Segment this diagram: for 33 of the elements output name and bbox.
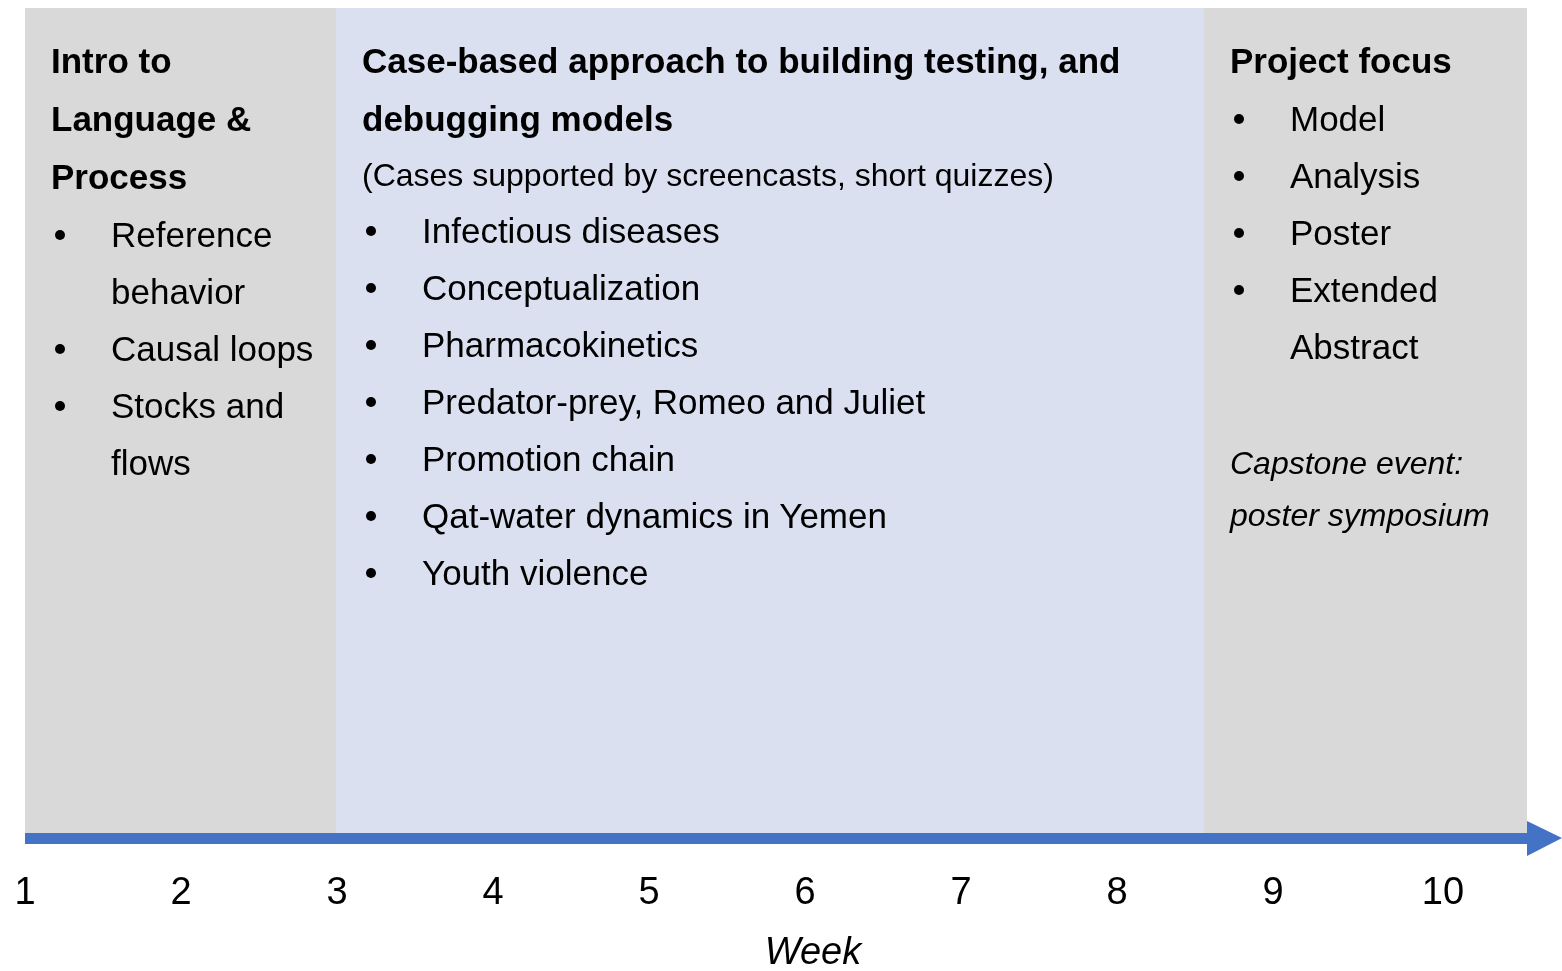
bullet-text: Reference behavior [111,215,273,311]
tick-label: 9 [1262,870,1284,913]
panel-heading: Case-based approach to building testing, and debugging models [362,40,1122,140]
bullet-text: Conceptualization [422,268,701,307]
panel-heading: Intro to Language & Process [51,40,253,198]
tick-label: 2 [170,870,192,913]
tick-label: 10 [1421,870,1465,913]
tick-label: 6 [794,870,816,913]
bullet-text: Predator-prey, Romeo and Juliet [422,382,926,421]
bullet-text: Stocks and flows [111,386,285,482]
bullet-text: Qat-water dynamics in Yemen [422,496,887,535]
bullet-text: Infectious diseases [422,211,720,250]
bullet-text: Poster [1290,213,1392,252]
panel-note: Capstone event: poster symposium [1230,444,1491,535]
axis-title: Week [764,930,862,971]
panel-heading: Project focus [1230,40,1453,82]
tick-label: 3 [326,870,348,913]
bullet-text: Model [1290,99,1386,138]
panel-subtitle: (Cases supported by screencasts, short quizzes) [362,156,1055,195]
tick-label: 1 [14,870,36,913]
bullet-text: Promotion chain [422,439,675,478]
phase-panel [1204,8,1527,833]
phase-panel [336,8,1204,833]
phase-panel [25,8,336,833]
bullet-text: Extended Abstract [1290,270,1438,366]
tick-label: 8 [1106,870,1128,913]
tick-label: 7 [950,870,972,913]
tick-label: 5 [638,870,660,913]
bullet-text: Pharmacokinetics [422,325,699,364]
bullet-text: Analysis [1290,156,1421,195]
bullet-text: Causal loops [111,329,314,368]
bullet-text: Youth violence [422,553,649,592]
tick-label: 4 [482,870,504,913]
